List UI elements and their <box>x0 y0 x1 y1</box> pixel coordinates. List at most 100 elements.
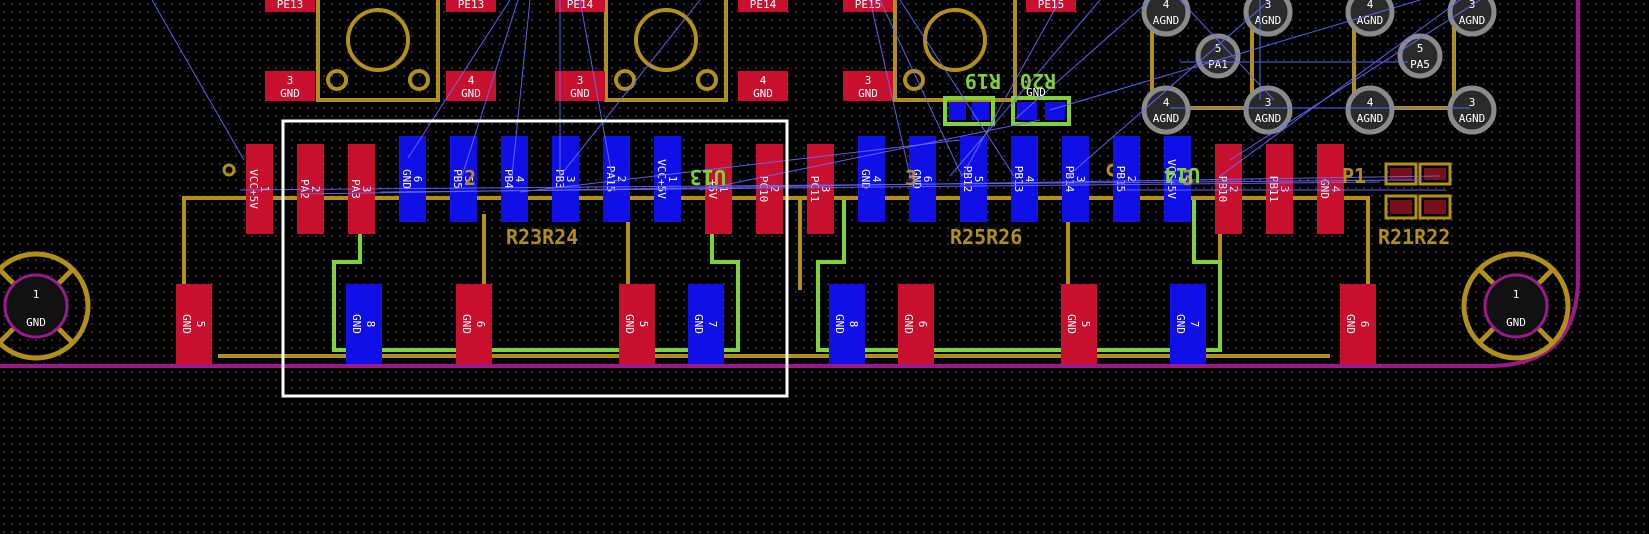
ratsnest <box>151 0 1481 195</box>
connector-pin[interactable]: 2PB15 <box>1113 136 1140 222</box>
agnd-pad-number: 4 <box>1163 96 1170 109</box>
connector-pin-label: 4GND <box>859 169 883 189</box>
agnd-pads: 4AGND3AGND4AGND3AGND4AGND3AGND4AGND3AGND… <box>1141 0 1497 135</box>
connector-pin[interactable]: 2PC10 <box>756 144 783 234</box>
u14-back-outline <box>816 200 1222 352</box>
switch-pad[interactable]: 4GND <box>738 71 788 101</box>
switch-pad-net: GND <box>858 87 878 100</box>
board-edge-cut <box>0 0 1580 368</box>
connector-bottom-pad-label: 7GND <box>1174 314 1201 334</box>
connector-bottom-pad[interactable]: 5GND <box>176 284 212 364</box>
connector-bottom-pad-label: 6GND <box>902 314 929 334</box>
r19-pad-2[interactable] <box>972 102 989 120</box>
switch-pad-clipped[interactable]: PE14 <box>555 0 605 12</box>
switch-pad-net: GND <box>570 87 590 100</box>
connector-pin[interactable]: 6GND <box>399 136 426 222</box>
connector-pin-label: 3PC11 <box>808 176 832 203</box>
agnd-pad-number: 3 <box>1265 0 1272 11</box>
connector-bottom-pads: 5GND 8GND 6GND 5GND 7GND 8GND 6GND 5GND 7GND 6GND <box>176 284 1376 364</box>
r20-pad-1[interactable] <box>1017 102 1037 120</box>
u14-label: U14 <box>1164 163 1200 187</box>
switch-pad-clipped[interactable]: PE14 <box>738 0 788 12</box>
connector-pin[interactable]: 2PB10 <box>1215 144 1242 234</box>
connector-pin-label: 1VCC+5V <box>1165 159 1189 199</box>
r20-label: R20 <box>1020 69 1056 93</box>
connector-bottom-pad[interactable]: 8GND <box>346 284 382 364</box>
r20-pad-2[interactable] <box>1045 102 1065 120</box>
agnd-pad-number: 3 <box>1469 96 1476 109</box>
connector-bottom-pad-label: 5GND <box>180 314 207 334</box>
switch-hole-1b <box>408 69 430 91</box>
connector-pin[interactable]: 4PB13 <box>1011 136 1038 222</box>
connector-bottom-pad-label: 8GND <box>833 314 860 334</box>
connector-pin[interactable]: 4GND <box>1317 144 1344 234</box>
switch-pad-clipped[interactable]: PE15 <box>1026 0 1076 12</box>
pa-pad-net: PA5 <box>1410 58 1430 71</box>
mounting-hole-number: 1 <box>1513 288 1520 301</box>
switch-circle-1 <box>346 8 410 72</box>
r22b-outline <box>1418 194 1452 220</box>
connector-bottom-pad-label: 7GND <box>692 314 719 334</box>
switch-pad-clipped-net: PE14 <box>567 0 594 11</box>
connector-bottom-pad[interactable]: 7GND <box>688 284 724 364</box>
connector-bottom-pad[interactable]: 8GND <box>829 284 865 364</box>
r19-pad-1[interactable] <box>949 102 966 120</box>
r19-outline <box>943 96 995 126</box>
connector-bottom-pad[interactable]: 6GND <box>898 284 934 364</box>
connector-bottom-pad-label: 6GND <box>1344 314 1371 334</box>
connector-bottom-pad[interactable]: 7GND <box>1170 284 1206 364</box>
switch-hole-1a <box>326 69 348 91</box>
switch-hole-2a <box>614 69 636 91</box>
switch-hole-2b <box>696 69 718 91</box>
switch-pad-clipped[interactable]: PE13 <box>446 0 496 12</box>
selection-rectangle <box>281 119 789 398</box>
switch-pad-clipped[interactable]: PE15 <box>843 0 893 12</box>
r21r22-label: R21R22 <box>1378 225 1450 249</box>
connector-pin[interactable]: 5PB5 <box>450 136 477 222</box>
connector-bottom-pad[interactable]: 6GND <box>456 284 492 364</box>
switch-circle-3 <box>923 8 987 72</box>
connector-pin[interactable]: 3PB3 <box>552 136 579 222</box>
connector-pin-label: 2PB15 <box>1114 166 1138 193</box>
connector-pin[interactable]: 1VCC+5V <box>1164 136 1191 222</box>
agnd-pad-net: AGND <box>1459 14 1486 27</box>
connector-pin[interactable]: 3PC11 <box>807 144 834 234</box>
connector-bottom-pad[interactable]: 6GND <box>1340 284 1376 364</box>
r22b-pad[interactable] <box>1424 200 1446 214</box>
r22-pad[interactable] <box>1424 168 1446 180</box>
agnd-pad-number: 4 <box>1367 96 1374 109</box>
connector-pin[interactable]: 1VCC+5V <box>246 144 273 234</box>
switch-pad[interactable]: 4GND <box>446 71 496 101</box>
u13-label: U13 <box>690 165 726 189</box>
r21-pad[interactable] <box>1390 168 1412 180</box>
connector-pin[interactable]: 3PB14 <box>1062 136 1089 222</box>
switch-pad-clipped[interactable]: PE13 <box>265 0 315 12</box>
connector-pin[interactable]: 3PB11 <box>1266 144 1293 234</box>
connector-pin[interactable]: 1VCC+5V <box>654 136 681 222</box>
switch-pad-net: GND <box>753 87 773 100</box>
connector-bottom-pad[interactable]: 5GND <box>1061 284 1097 364</box>
connector-pin[interactable]: 6GND <box>909 136 936 222</box>
switch-pad-net: GND <box>280 87 300 100</box>
r21b-pad[interactable] <box>1390 200 1412 214</box>
r20-net-label: GND <box>1026 86 1046 99</box>
connector-bottom-pad[interactable]: 5GND <box>619 284 655 364</box>
connector-bottom-pad-label: 5GND <box>1065 314 1092 334</box>
